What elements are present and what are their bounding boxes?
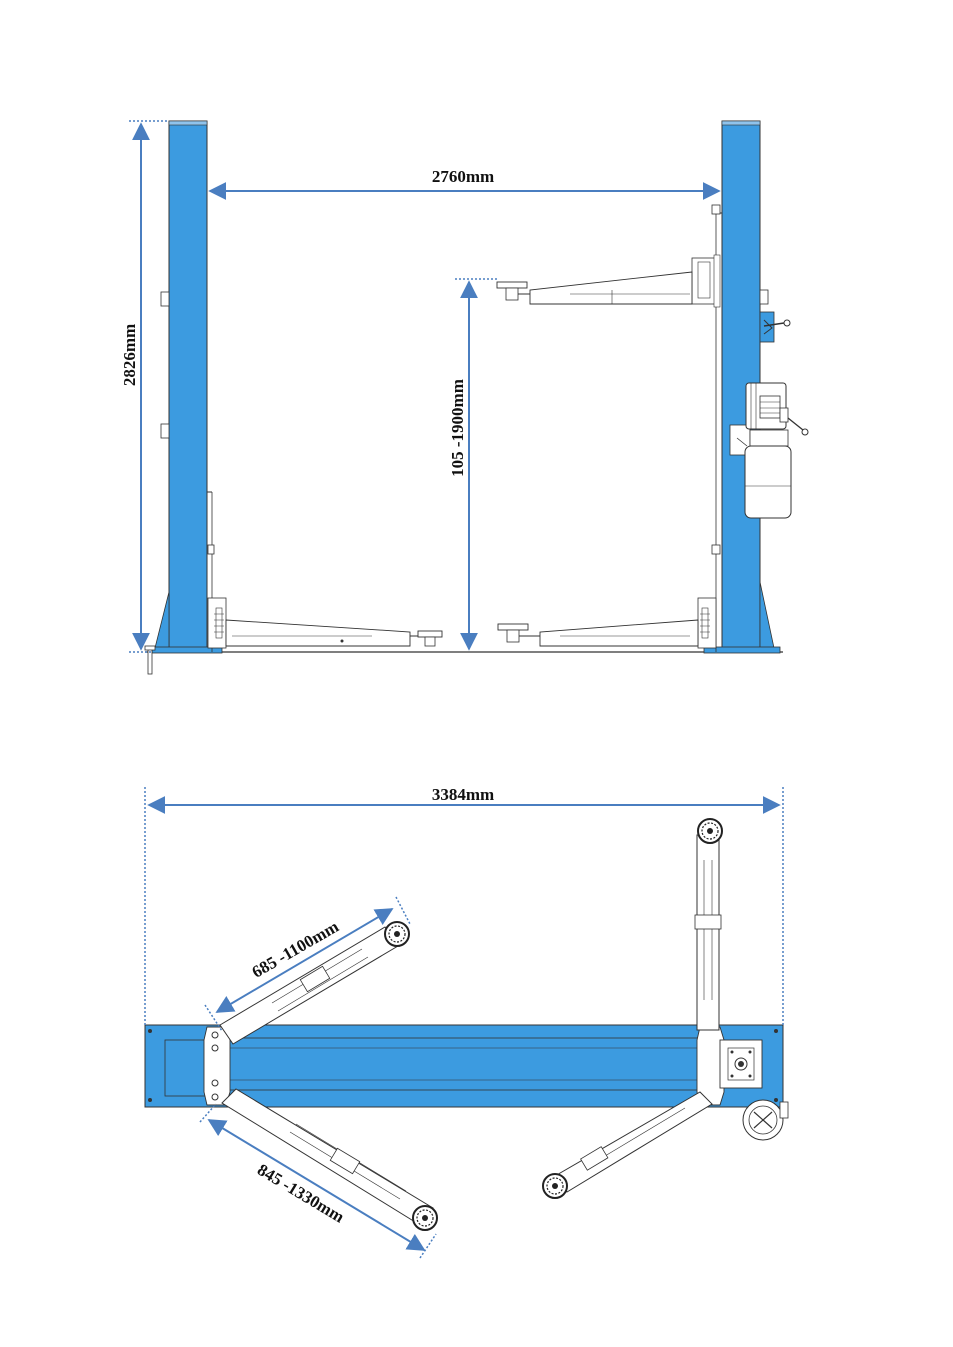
- left-column-bracket-upper: [160, 291, 170, 307]
- lift-height-label: 105 -1900mm: [448, 379, 467, 477]
- lift-height-dimension: 105 -1900mm: [448, 278, 498, 651]
- left-column: [144, 120, 223, 675]
- long-arm-dimension: 845 -1330mm: [199, 1103, 437, 1259]
- power-unit-top: [742, 1099, 789, 1141]
- long-arm-pad: [412, 1205, 438, 1231]
- front-view: 2826mm 2760mm 105 -1900mm: [120, 120, 809, 675]
- left-column-top: [164, 1039, 206, 1097]
- arm-rear-right: [694, 818, 723, 1031]
- rear-right-pad: [697, 818, 723, 844]
- overall-width-label: 3384mm: [432, 785, 494, 804]
- short-arm-pad: [384, 921, 410, 947]
- left-carriage: [203, 1026, 231, 1106]
- overall-width-dimension: 3384mm: [144, 785, 784, 1025]
- release-lever-housing: [759, 311, 775, 343]
- hydraulic-power-unit: [729, 382, 809, 519]
- column-spacing-dimension: 2760mm: [208, 167, 721, 200]
- total-height-label: 2826mm: [120, 324, 139, 386]
- right-carriage: [696, 1026, 725, 1106]
- arm-front-right: [542, 1091, 713, 1199]
- raised-right-arm: [496, 254, 721, 308]
- front-right-pad: [542, 1173, 568, 1199]
- top-view: 3384mm 685 -1100mm 845 -1330mm: [144, 785, 789, 1259]
- lower-left-arm: [207, 597, 443, 649]
- left-column-bracket-lower: [160, 423, 170, 439]
- lower-right-arm: [497, 597, 717, 649]
- oil-tank: [744, 445, 792, 519]
- height-dimension: 2826mm: [120, 120, 167, 653]
- column-spacing-label: 2760mm: [432, 167, 494, 186]
- short-arm-dimension: 685 -1100mm: [204, 896, 411, 1032]
